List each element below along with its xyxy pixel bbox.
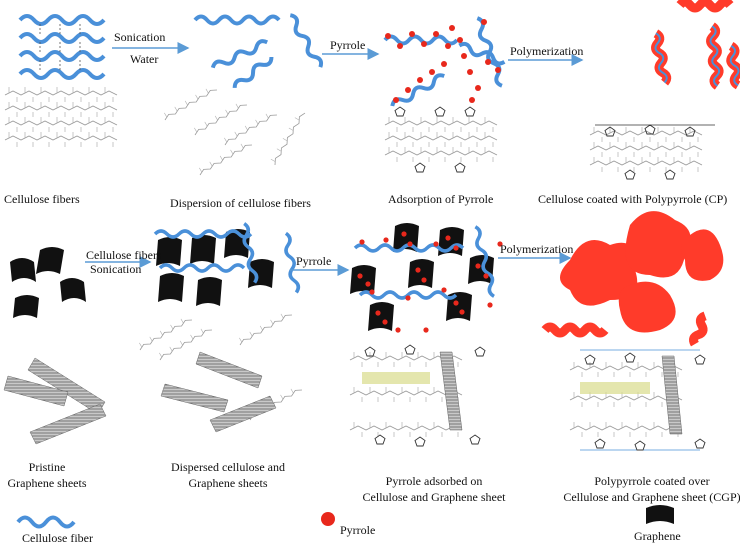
panel1-molecules <box>4 86 118 148</box>
bottom-panel3-sheets <box>349 344 486 447</box>
panel3-molecules <box>384 106 498 173</box>
arrow1-bottom-label: Water <box>130 52 159 66</box>
bottom-panel3-pyrrole-dots <box>357 231 503 333</box>
bottom-panel3-caption-line2: Cellulose and Graphene sheet <box>362 490 506 504</box>
bottom-panel3-graphene <box>350 223 494 331</box>
arrow1-top-label: Sonication <box>114 30 166 44</box>
bottom-panel4-caption-line2: Cellulose and Graphene sheet (CGP) <box>563 490 740 504</box>
panel4-caption: Cellulose coated with Polypyrrole (CP) <box>538 192 728 206</box>
panel3-fibers <box>383 16 506 107</box>
bottom-panel1-sheets <box>3 357 107 445</box>
bottom-panel4-blobs <box>541 211 724 347</box>
arrow2-top-label: Pyrrole <box>330 38 366 52</box>
bottom-arrow3-label: Polymerization <box>500 242 574 256</box>
panel2-molecules <box>161 83 306 176</box>
bottom-arrow2-label: Pyrrole <box>296 254 332 268</box>
bottom-panel2-fibers <box>153 222 301 294</box>
legend-graphene-label: Graphene <box>634 529 681 543</box>
panel1-fibers <box>18 14 106 80</box>
panel3-caption: Adsorption of Pyrrole <box>388 192 494 206</box>
legend-pyrrole-swatch <box>321 512 335 526</box>
panel1-caption: Cellulose fibers <box>4 192 80 206</box>
bottom-arrow1-top-label: Cellulose fibers <box>86 248 162 262</box>
panel2-fibers <box>193 13 324 88</box>
panel3-pyrrole-dots <box>385 19 501 103</box>
bottom-panel2-caption-line2: Graphene sheets <box>188 476 268 490</box>
arrow3-top-label: Polymerization <box>510 44 584 58</box>
legend-pyrrole-label: Pyrrole <box>340 523 376 537</box>
bottom-panel2-sheets <box>136 308 303 433</box>
bottom-panel2-caption-line1: Dispersed cellulose and <box>171 460 285 474</box>
legend-graphene-swatch <box>646 505 674 524</box>
panel2-caption: Dispersion of cellulose fibers <box>170 196 311 210</box>
legend-fiber-swatch <box>16 515 76 529</box>
bottom-panel3-caption-line1: Pyrrole adsorbed on <box>385 474 483 488</box>
panel4-coated-fibers <box>651 0 740 90</box>
bottom-panel1-caption-line2: Graphene sheets <box>7 476 87 490</box>
bottom-panel1-graphene <box>10 247 86 318</box>
bottom-panel1-caption-line1: Pristine <box>28 460 66 474</box>
bottom-arrow1-bottom-label: Sonication <box>90 262 142 276</box>
bottom-panel4-sheets <box>569 349 706 451</box>
panel4-molecules <box>589 124 715 180</box>
legend-fiber-label: Cellulose fiber <box>22 531 93 545</box>
bottom-panel4-caption-line1: Polypyrrole coated over <box>594 474 710 488</box>
